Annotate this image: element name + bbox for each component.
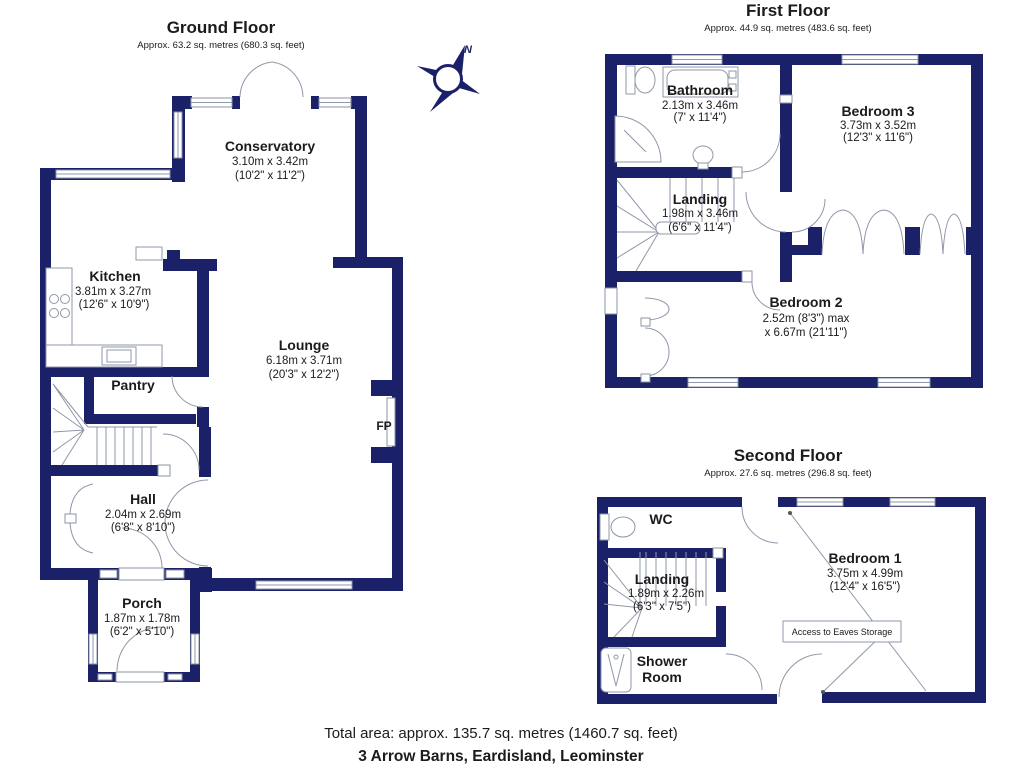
compass-north-label: N (464, 44, 473, 56)
bedroom2-dim-metric: 2.52m (8'3") max (763, 313, 850, 325)
wc-label: WC (649, 511, 672, 527)
hall-label: Hall (130, 491, 156, 507)
second-floor-plan: Access to Eaves Storage Second Floor App… (597, 446, 986, 704)
lounge-dim-imperial: (20'3" x 12'2") (269, 369, 340, 381)
second-landing-label: Landing (635, 571, 689, 587)
conservatory-dim-imperial: (10'2" x 11'2") (235, 170, 305, 182)
bathroom-fixtures (614, 65, 739, 170)
bathroom-dim-imperial: (7' x 11'4") (673, 112, 726, 124)
second-floor-stairs (603, 552, 707, 638)
second-landing-dim-metric: 1.89m x 2.26m (628, 588, 704, 600)
ground-floor-plan: Ground Floor Approx. 63.2 sq. metres (68… (40, 18, 403, 683)
first-landing-dim-metric: 1.98m x 3.46m (662, 208, 738, 220)
address-text: 3 Arrow Barns, Eardisland, Leominster (358, 748, 643, 765)
compass-rose: N (417, 44, 480, 112)
second-floor-windows (796, 497, 936, 507)
pantry-label: Pantry (111, 377, 155, 393)
compass-circle (433, 64, 463, 94)
eaves-access-box (782, 620, 902, 643)
first-floor-stairs (616, 178, 735, 272)
second-floor-title: Second Floor (734, 446, 843, 465)
bedroom3-dim-metric: 3.73m x 3.52m (840, 120, 916, 132)
bedroom1-dim-metric: 3.75m x 4.99m (827, 568, 903, 580)
second-floor-walls (597, 497, 986, 704)
bedroom1-dim-imperial: (12'4" x 16'5") (830, 581, 901, 593)
first-floor-plan: First Floor Approx. 44.9 sq. metres (483… (604, 1, 983, 388)
first-floor-doors (640, 133, 966, 383)
second-floor-subtitle: Approx. 27.6 sq. metres (296.8 sq. feet) (704, 468, 871, 479)
eaves-lines (788, 511, 927, 694)
kitchen-fixtures (45, 246, 163, 368)
first-floor-windows (604, 54, 931, 388)
second-floor-doors (725, 506, 823, 698)
first-landing-label: Landing (673, 191, 727, 207)
total-area-text: Total area: approx. 135.7 sq. metres (14… (324, 725, 678, 742)
lounge-label: Lounge (279, 337, 330, 353)
second-landing-dim-imperial: (6'3" x 7'5") (633, 601, 691, 613)
shower-room-label-line2: Room (642, 669, 682, 685)
bedroom3-label: Bedroom 3 (841, 103, 914, 119)
first-floor-title: First Floor (746, 1, 830, 20)
lounge-dim-metric: 6.18m x 3.71m (266, 355, 342, 367)
ground-floor-walls (40, 96, 403, 682)
shower-room-label-line1: Shower (637, 653, 688, 669)
bedroom2-label: Bedroom 2 (769, 294, 842, 310)
eaves-access-label: Access to Eaves Storage (792, 627, 893, 637)
bedroom2-dim-imperial: x 6.67m (21'11") (765, 327, 848, 339)
first-floor-subtitle: Approx. 44.9 sq. metres (483.6 sq. feet) (704, 23, 871, 34)
ground-floor-title: Ground Floor (167, 18, 276, 37)
conservatory-label: Conservatory (225, 138, 315, 154)
ground-floor-subtitle: Approx. 63.2 sq. metres (680.3 sq. feet) (137, 40, 304, 51)
ground-floor-windows (55, 97, 396, 683)
porch-dim-imperial: (6'2" x 5'10") (110, 626, 175, 638)
ground-floor-stairs (52, 383, 157, 466)
wc-fixtures (599, 513, 636, 693)
first-landing-dim-imperial: (6'6" x 11'4") (668, 222, 732, 234)
bathroom-label: Bathroom (667, 82, 733, 98)
kitchen-dim-metric: 3.81m x 3.27m (75, 286, 151, 298)
compass-spike-s (430, 88, 453, 112)
conservatory-dim-metric: 3.10m x 3.42m (232, 156, 308, 168)
porch-label: Porch (122, 595, 162, 611)
porch-dim-metric: 1.87m x 1.78m (104, 613, 180, 625)
bathroom-dim-metric: 2.13m x 3.46m (662, 100, 738, 112)
kitchen-dim-imperial: (12'6" x 10'9") (79, 299, 150, 311)
hall-dim-imperial: (6'8" x 8'10") (111, 522, 176, 534)
kitchen-label: Kitchen (89, 268, 140, 284)
ground-floor-doors (64, 61, 304, 672)
fireplace-label: FP (376, 419, 391, 433)
bedroom3-dim-imperial: (12'3" x 11'6") (843, 132, 913, 144)
bedroom1-label: Bedroom 1 (828, 550, 901, 566)
hall-dim-metric: 2.04m x 2.69m (105, 509, 181, 521)
